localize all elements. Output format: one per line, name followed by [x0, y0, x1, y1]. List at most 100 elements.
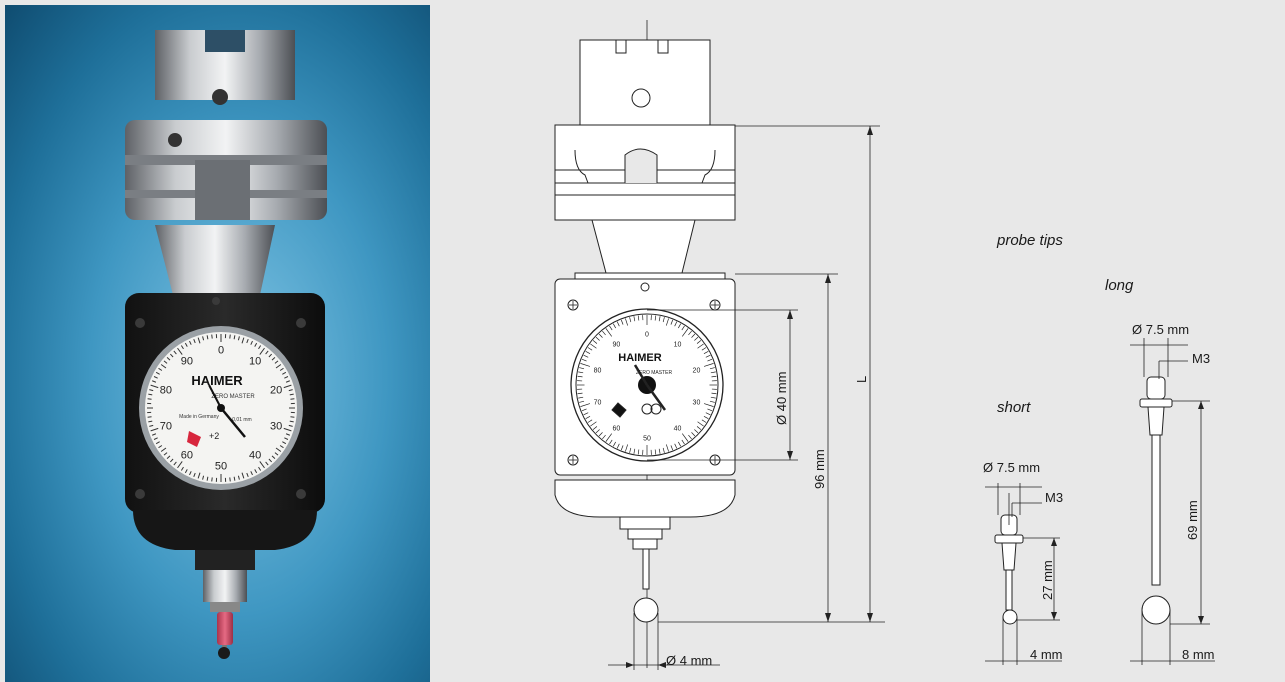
drawing-dial-tick: [674, 321, 678, 327]
drawing-dial-tick: [670, 319, 674, 325]
photo-dial-tick: [180, 466, 184, 471]
drawing-dial-tick: [696, 340, 702, 344]
photo-dial-tick: [265, 350, 269, 355]
drawing-dial-tick: [681, 328, 689, 337]
photo-dial-tick: [284, 437, 289, 440]
drawing-dial-tick: [665, 444, 669, 452]
long-shank-diameter-dim: Ø 7.5 mm: [1132, 322, 1190, 337]
drawing-dial-tick: [703, 416, 709, 420]
photo-dial-tick: [147, 416, 152, 418]
drawing-dial-tick: [625, 444, 629, 452]
drawing-dial-tick: [587, 347, 593, 351]
photo-dial-tick: [288, 389, 293, 392]
drawing-dial-tick: [637, 315, 640, 321]
dial-resolution: 0,01 mm: [232, 417, 251, 423]
drawing-dial-tick: [587, 419, 593, 423]
drawing-dial-tick: [696, 426, 702, 430]
photo-dial-tick: [177, 347, 183, 355]
drawing-dial-tick: [609, 325, 613, 331]
photo-dial-tick: [290, 398, 295, 400]
height-96-dim: 96 mm: [812, 449, 827, 489]
drawing-dial-tick: [674, 443, 678, 449]
photo-dial-tick: [180, 345, 184, 350]
photo-dial-tick: [147, 398, 152, 400]
photo-dial-tick: [206, 335, 209, 340]
drawing-dial-tick: [583, 412, 589, 416]
photo-dial-tick: [211, 334, 213, 339]
drawing-dial-tick: [688, 330, 692, 336]
photo-dial-number: 50: [215, 461, 227, 473]
drawing-dial-number: 40: [674, 426, 682, 433]
drawing-dial-tick: [697, 421, 704, 427]
photo-dial-tick: [279, 367, 284, 371]
photo-dial-tick: [197, 472, 201, 479]
drawing-dial-number: 0: [645, 332, 649, 339]
drawing-dial-number: 60: [613, 426, 621, 433]
drawing-dial-tick: [595, 429, 600, 434]
photo-dial-number: 40: [249, 449, 261, 461]
drawing-dial-tick: [707, 358, 713, 362]
drawing-dial-tick: [703, 350, 709, 354]
photo-dial-tick: [153, 376, 158, 379]
drawing-dial-tick: [580, 363, 591, 367]
photo-dial-tick: [155, 441, 160, 445]
drawing-dial-tick: [711, 392, 717, 395]
drawing-dial-tick: [577, 375, 583, 378]
photo-dial-number: 30: [270, 420, 282, 432]
photo-dial-tick: [166, 455, 171, 460]
drawing-dial-tick: [602, 434, 606, 440]
drawing-dial-tick: [598, 333, 603, 338]
photo-dial-tick: [158, 367, 163, 371]
photo-dial-tick: [163, 360, 168, 364]
drawing-dial-tick: [637, 449, 640, 455]
drawing-dial-tick: [580, 403, 591, 407]
long-probe-tip: [1130, 338, 1215, 665]
photo-dial-tick: [284, 376, 289, 379]
photo-dial-tick: [152, 380, 157, 383]
drawing-dial-tick: [694, 336, 699, 341]
drawing-dial-tick: [581, 408, 587, 412]
drawing-dial-tick: [592, 426, 598, 430]
photo-dial-number: 90: [181, 356, 193, 368]
drawing-dial-tick: [681, 433, 689, 442]
drawing-dial-tick: [703, 363, 714, 367]
drawing-dial-tick: [595, 336, 600, 341]
drawing-dial-tick: [709, 400, 715, 403]
photo-dial-tick: [166, 356, 171, 361]
drawing-dial-number: 10: [674, 341, 682, 348]
short-thread-dim: M3: [1045, 490, 1064, 505]
drawing-dial-tick: [629, 317, 632, 323]
photo-dial-tick: [258, 466, 262, 471]
photo-dial-number: 0: [218, 345, 224, 357]
photo-dial-tick: [202, 336, 205, 341]
short-label: short: [997, 399, 1031, 416]
photo-dial-number: 10: [249, 356, 261, 368]
photo-dial-tick: [268, 353, 273, 358]
photo-dial-tick: [197, 337, 201, 344]
photo-dial-tick: [148, 420, 153, 423]
drawing-dial-tick: [658, 448, 661, 454]
photo-dial-tick: [285, 380, 290, 383]
photo-dial-tick: [285, 433, 290, 436]
photo-dial-tick: [279, 445, 284, 449]
drawing-dial-number: 30: [693, 400, 701, 407]
dial-made: Made in Germany: [179, 414, 219, 420]
long-length-dim: 69 mm: [1185, 500, 1200, 540]
dial-brand: HAIMER: [191, 373, 243, 388]
probe-tips-title: probe tips: [997, 232, 1063, 249]
drawing-dial-tick: [665, 318, 669, 326]
photo-dial-tick: [184, 469, 188, 474]
photo-dial-tick: [283, 427, 292, 432]
drawing-dial-tick: [697, 343, 704, 349]
drawing-dial-tick: [688, 434, 692, 440]
photo-dial-tick: [173, 461, 177, 466]
drawing-dial-tick: [592, 340, 598, 344]
short-probe-tip: [985, 483, 1062, 665]
photo-dial-tick: [184, 342, 188, 347]
photo-dial-tick: [229, 334, 231, 339]
photo-dial-tick: [148, 393, 153, 396]
drawing-dial-tick: [616, 443, 620, 449]
photo-dial-tick: [169, 458, 174, 463]
